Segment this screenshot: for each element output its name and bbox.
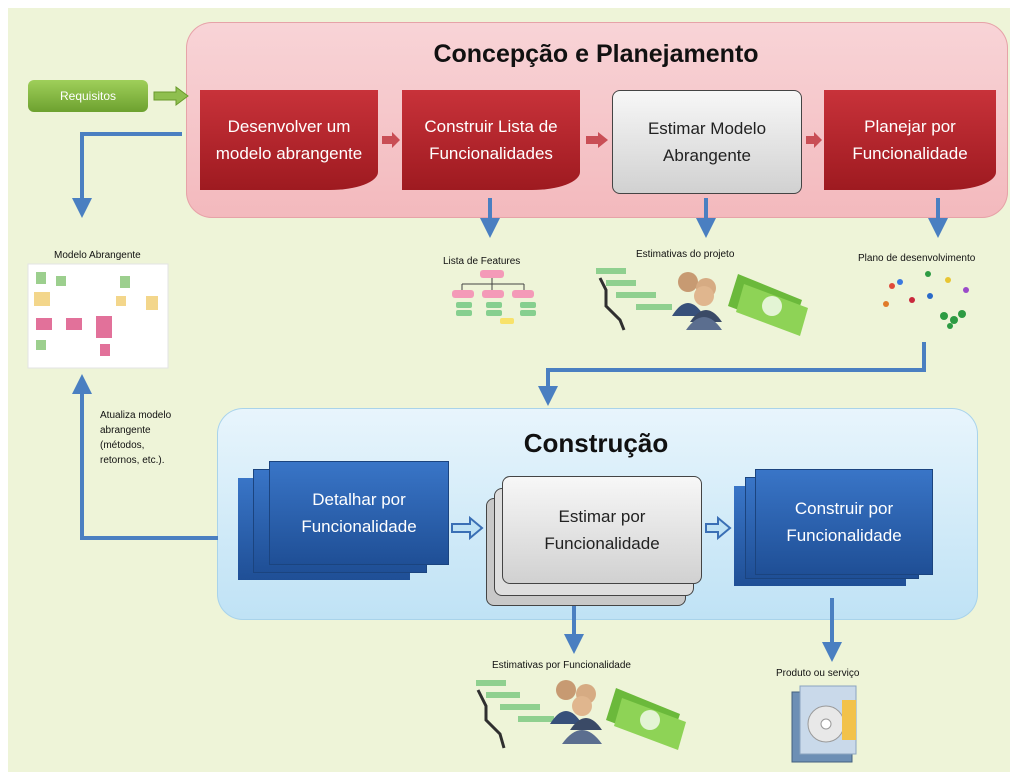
phase-construction-title: Construção: [523, 428, 669, 458]
phase-planning-title: Concepção e Planejamento: [433, 40, 759, 68]
arrow-step2-to-step3: [586, 132, 608, 148]
output-lista-features-label: Lista de Features: [443, 256, 521, 267]
estimativas-projeto-illustration: [596, 268, 808, 336]
arrows-phase2-sequence: [451, 515, 732, 541]
output-estimativas-funcionalidade-label: Estimativas por Funcionalidade: [492, 660, 631, 671]
plano-desenvolvimento-illustration: [883, 271, 969, 329]
arrow-step1-to-step2: [382, 132, 400, 148]
output-estimativas-projeto-label: Estimativas do projeto: [636, 249, 735, 260]
output-produto-label: Produto ou serviço: [776, 668, 860, 679]
arrow-to-modelo: [72, 132, 182, 218]
arrow-step3-to-step4: [806, 132, 822, 148]
output-plano-label: Plano de desenvolvimento: [858, 253, 976, 264]
arrows-phase1-sequence: [382, 132, 822, 148]
arrow-plano-to-construction: [538, 342, 926, 406]
step-estimar-funcionalidade: Estimar por Funcionalidade: [502, 476, 702, 584]
lista-features-illustration: [452, 270, 536, 324]
step-detalhar: Detalhar por Funcionalidade: [270, 462, 448, 564]
arrow-detalhar-to-estimar: [451, 515, 484, 541]
modelo-abrangente-illustration: [27, 263, 169, 369]
arrow-feedback-to-modelo: [72, 374, 218, 540]
arrow-requisitos-to-step1: [153, 86, 189, 106]
arrows-phase1-outputs: [72, 132, 948, 662]
step-planejar: Planejar por Funcionalidade: [824, 90, 996, 190]
step-construir-funcionalidade: Construir por Funcionalidade: [756, 470, 932, 574]
requisitos-box: Requisitos: [28, 80, 148, 112]
estimativas-funcionalidade-illustration: [476, 680, 686, 750]
arrow-estimar-to-construir: [705, 515, 732, 541]
step-desenvolver-modelo: Desenvolver um modelo abrangente: [200, 90, 378, 190]
output-modelo-abrangente-label: Modelo Abrangente: [54, 250, 141, 261]
step-estimar-modelo: Estimar Modelo Abrangente: [612, 90, 802, 194]
feedback-note: Atualiza modelo abrangente (métodos, ret…: [100, 410, 172, 466]
produto-servico-illustration: [791, 685, 857, 763]
step-construir-lista: Construir Lista de Funcionalidades: [402, 90, 580, 190]
